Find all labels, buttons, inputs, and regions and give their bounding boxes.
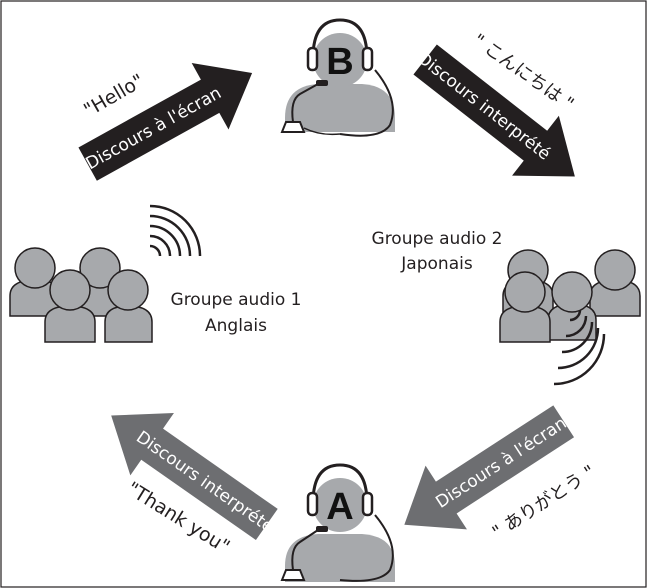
interpreter-a-icon: A xyxy=(280,463,395,582)
interpreter-a-letter: A xyxy=(326,486,353,528)
interpreter-b-icon: B xyxy=(280,18,395,137)
sound-waves-2-icon xyxy=(553,309,606,386)
audience-group-2-icon xyxy=(499,249,641,343)
interpreter-b-letter: B xyxy=(326,41,353,83)
microphone-a-icon xyxy=(280,526,328,581)
microphone-b-icon xyxy=(280,80,341,136)
sound-waves-icon xyxy=(149,204,202,257)
group-1-title: Groupe audio 1 xyxy=(171,290,302,310)
audience-group-1-icon xyxy=(9,247,153,343)
group-2-title: Groupe audio 2 xyxy=(372,229,503,249)
group-1-language: Anglais xyxy=(205,316,267,336)
group-2-language: Japonais xyxy=(400,254,473,274)
